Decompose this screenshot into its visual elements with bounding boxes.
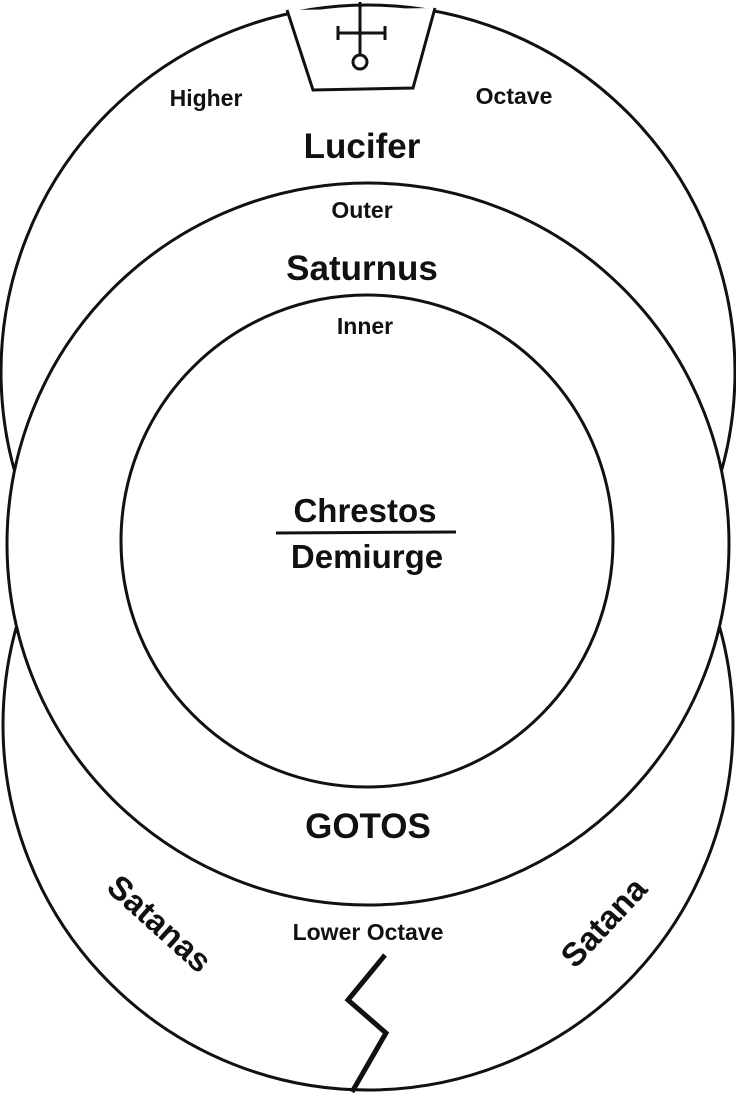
label-higher: Higher [170,85,243,111]
label-demiurge: Demiurge [291,538,443,575]
fraction-bar [275,530,457,535]
lightning-bolt-icon [344,953,390,1094]
label-inner: Inner [337,313,393,339]
inner-circle [119,293,615,789]
label-octave: Octave [476,83,553,109]
label-lower-octave: Lower Octave [293,919,444,945]
sigil-box [285,2,437,92]
label-chrestos: Chrestos [293,492,436,529]
label-saturnus: Saturnus [286,249,438,288]
label-outer: Outer [331,197,392,223]
label-gotos: GOTOS [305,807,431,846]
saturn-sigil-icon [336,2,387,71]
label-lucifer: Lucifer [304,127,421,166]
